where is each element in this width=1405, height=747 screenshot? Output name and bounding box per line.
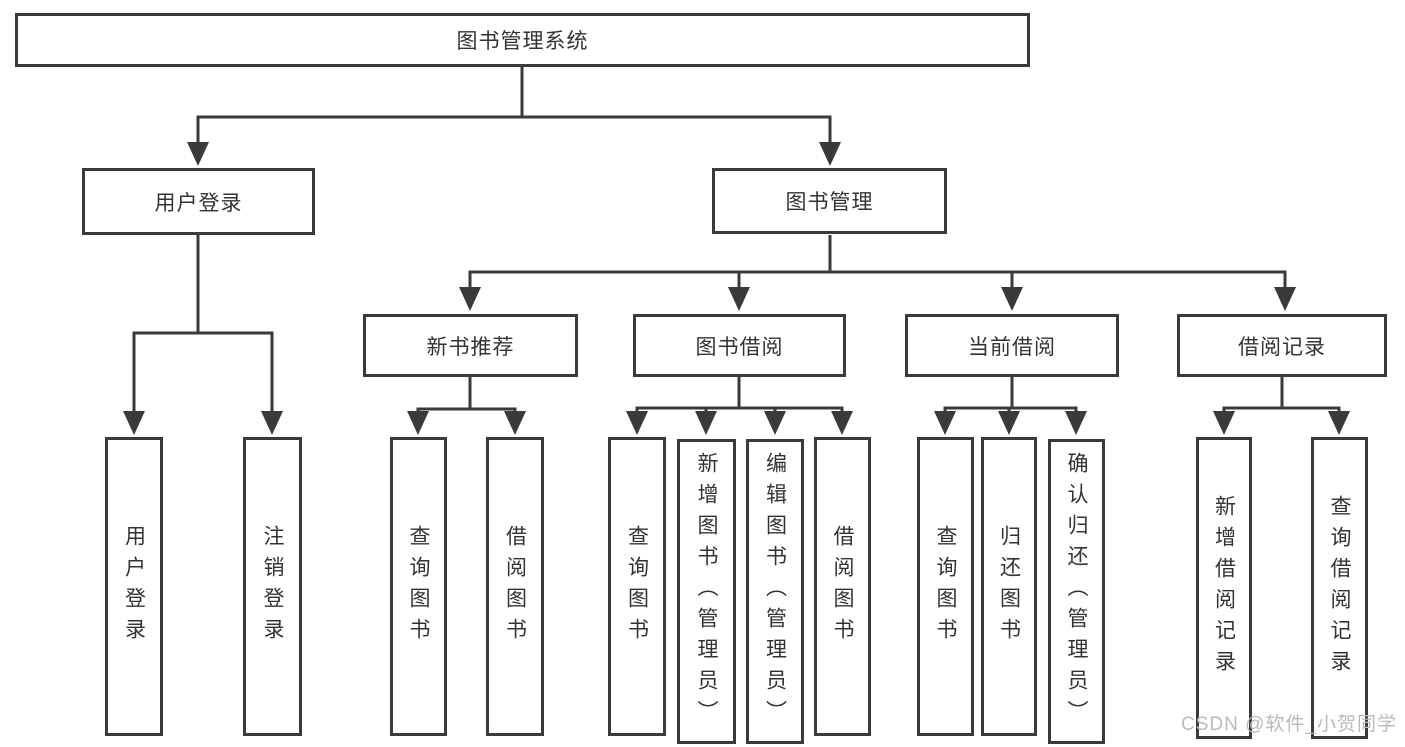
leaf-query-books-current-label: 查询图书 xyxy=(934,524,957,649)
node-user-login: 用户登录 xyxy=(82,168,315,235)
node-book-management-label: 图书管理 xyxy=(785,191,874,214)
arrow-down-icon xyxy=(407,411,429,435)
leaf-logout: 注销登录 xyxy=(243,437,302,736)
leaf-borrow-books-recommend-label: 借阅图书 xyxy=(503,524,527,649)
arrowhead-icons xyxy=(123,142,1350,435)
arrow-down-icon xyxy=(998,411,1020,435)
arrow-down-icon xyxy=(187,142,209,166)
leaf-query-books-recommend: 查询图书 xyxy=(390,437,447,736)
node-borrowing-records-label: 借阅记录 xyxy=(1238,335,1326,359)
node-current-borrowing-label: 当前借阅 xyxy=(968,335,1056,359)
arrow-down-icon xyxy=(695,411,717,435)
node-new-book-recommendation: 新书推荐 xyxy=(363,314,578,377)
leaf-query-books-borrowing-label: 查询图书 xyxy=(625,524,649,649)
node-root-label: 图书管理系统 xyxy=(456,30,589,53)
arrow-down-icon xyxy=(819,142,841,166)
arrow-down-icon xyxy=(1001,287,1023,311)
node-root: 图书管理系统 xyxy=(15,13,1030,67)
leaf-borrow-books-recommend: 借阅图书 xyxy=(486,437,544,736)
arrow-down-icon xyxy=(831,411,853,435)
leaf-query-borrow-record: 查询借阅记录 xyxy=(1311,437,1368,739)
arrow-down-icon xyxy=(459,287,481,311)
node-user-login-label: 用户登录 xyxy=(154,191,243,215)
leaf-add-book-admin-label: 新增图书（管理员） xyxy=(695,452,718,731)
arrow-down-icon xyxy=(626,411,648,435)
node-book-borrowing-label: 图书借阅 xyxy=(695,335,784,359)
csdn-watermark: CSDN @软件_小贺同学 xyxy=(1181,714,1397,735)
leaf-edit-book-admin: 编辑图书（管理员） xyxy=(746,439,804,744)
leaf-confirm-return-admin: 确认归还（管理员） xyxy=(1048,439,1105,744)
leaf-add-borrow-record-label: 新增借阅记录 xyxy=(1212,495,1236,681)
arrow-down-icon xyxy=(504,411,526,435)
leaf-query-books-borrowing: 查询图书 xyxy=(608,437,666,736)
leaf-query-borrow-record-label: 查询借阅记录 xyxy=(1328,495,1351,681)
leaf-edit-book-admin-label: 编辑图书（管理员） xyxy=(763,452,787,731)
leaf-confirm-return-admin-label: 确认归还（管理员） xyxy=(1065,452,1088,731)
leaf-return-books-label: 归还图书 xyxy=(997,524,1021,649)
leaf-borrow-books-borrowing-label: 借阅图书 xyxy=(831,524,854,649)
leaf-add-book-admin: 新增图书（管理员） xyxy=(677,439,736,744)
node-book-borrowing: 图书借阅 xyxy=(633,314,846,377)
node-current-borrowing: 当前借阅 xyxy=(905,314,1119,377)
arrow-down-icon xyxy=(934,411,956,435)
leaf-add-borrow-record: 新增借阅记录 xyxy=(1196,437,1252,739)
node-borrowing-records: 借阅记录 xyxy=(1177,314,1387,377)
leaf-return-books: 归还图书 xyxy=(981,437,1037,736)
leaf-borrow-books-borrowing: 借阅图书 xyxy=(814,437,871,736)
arrow-down-icon xyxy=(728,287,750,311)
leaf-logout-label: 注销登录 xyxy=(261,524,284,649)
arrow-down-icon xyxy=(1213,411,1235,435)
arrow-down-icon xyxy=(1328,411,1350,435)
arrow-down-icon xyxy=(764,411,786,435)
node-book-management: 图书管理 xyxy=(712,168,947,234)
arrow-down-icon xyxy=(1274,287,1296,311)
leaf-query-books-current: 查询图书 xyxy=(917,437,974,736)
arrow-down-icon xyxy=(123,411,145,435)
leaf-user-login-label: 用户登录 xyxy=(122,524,146,649)
arrow-down-icon xyxy=(1065,411,1087,435)
leaf-query-books-recommend-label: 查询图书 xyxy=(407,524,430,649)
leaf-user-login: 用户登录 xyxy=(105,437,163,736)
node-new-book-recommendation-label: 新书推荐 xyxy=(426,335,515,359)
arrow-down-icon xyxy=(261,411,283,435)
